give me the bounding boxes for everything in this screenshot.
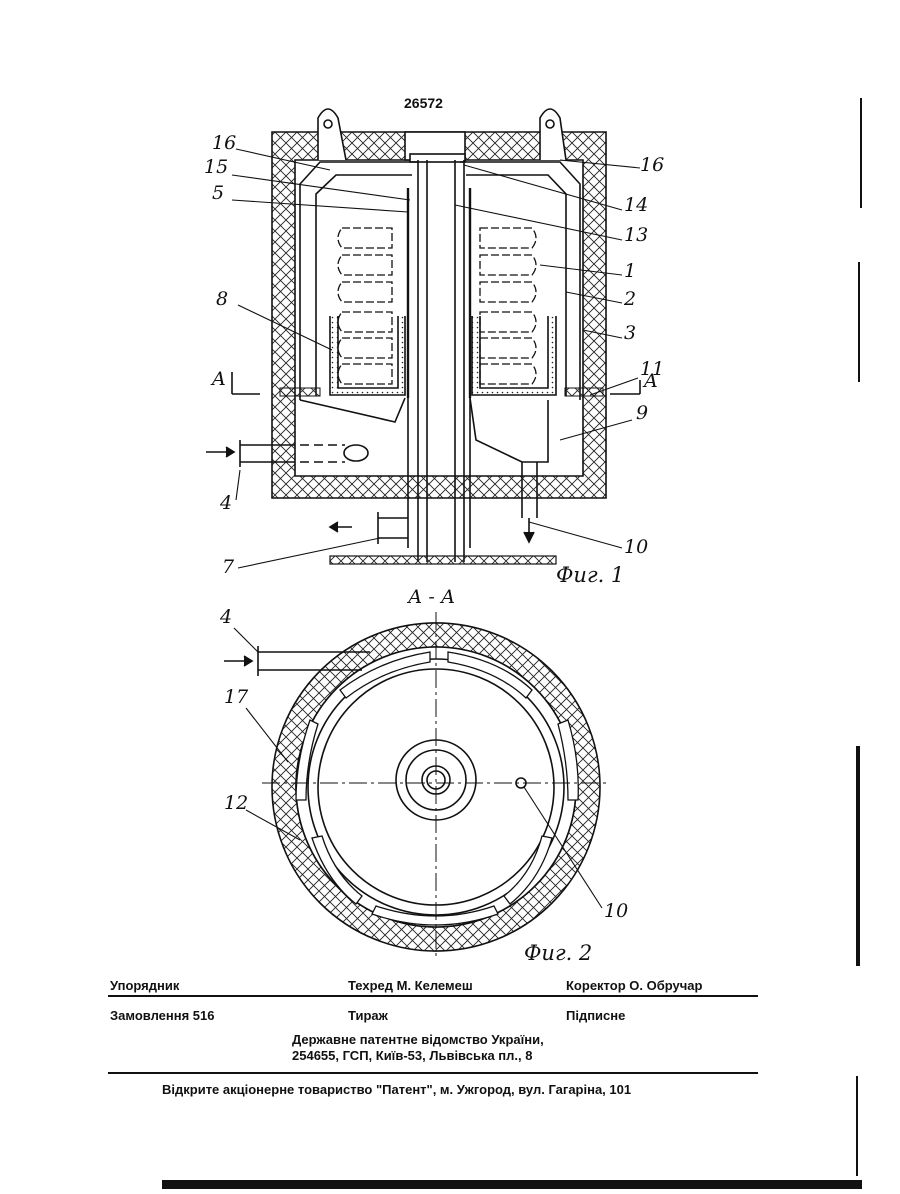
figure-2-section <box>224 612 608 958</box>
patent-number: 26572 <box>404 96 443 111</box>
fig1-label-2: 2 <box>624 292 636 307</box>
fig1-label-6: 16 <box>212 136 236 151</box>
fig1-section-mark-right: A <box>644 374 658 389</box>
colophon-printer: Відкрите акціонерне товариство "Патент",… <box>162 1082 631 1097</box>
fig1-label-10: 10 <box>624 540 648 555</box>
housing-insulation <box>272 132 606 498</box>
scan-edge-mark <box>860 98 862 208</box>
lifting-lug-right <box>540 109 566 160</box>
figure-1-section <box>206 109 640 568</box>
colophon-office-line1: Державне патентне відомство України, <box>292 1032 544 1047</box>
colophon-rule-top <box>108 995 758 997</box>
colophon-order: Замовлення 516 <box>110 1008 215 1023</box>
fig2-section-title: А - А <box>408 590 455 605</box>
fig1-label-16: 16 <box>640 158 664 173</box>
fig2-label-17: 17 <box>224 690 248 705</box>
fig1-label-14: 14 <box>624 198 648 213</box>
fig1-label-15: 15 <box>204 160 228 175</box>
fig1-label-5: 5 <box>212 186 224 201</box>
fig1-caption: Фиг. 1 <box>556 568 624 583</box>
fig1-label-4: 4 <box>220 496 232 511</box>
scan-edge-mark <box>856 1076 858 1176</box>
fig2-caption: Фиг. 2 <box>524 946 592 961</box>
fig1-label-8: 8 <box>216 292 228 307</box>
fig1-label-7: 7 <box>222 560 234 575</box>
colophon-subscription: Підписне <box>566 1008 625 1023</box>
fig1-label-1: 1 <box>624 264 636 279</box>
fig2-label-12: 12 <box>224 796 248 811</box>
colophon-compiler: Упорядник <box>110 978 179 993</box>
colophon-rule-bottom <box>108 1072 758 1074</box>
fig1-label-9: 9 <box>636 406 648 421</box>
scan-bottom-bar <box>162 1180 862 1189</box>
lifting-lug-left <box>318 109 346 160</box>
colophon-tech-editor: Техред М. Келемеш <box>348 978 473 993</box>
scan-edge-mark <box>858 262 860 382</box>
fig2-label-4: 4 <box>220 610 232 625</box>
colophon-circulation: Тираж <box>348 1008 388 1023</box>
fig1-label-13: 13 <box>624 228 648 243</box>
fig2-label-10: 10 <box>604 904 628 919</box>
scan-edge-mark <box>856 746 860 966</box>
fig1-label-3: 3 <box>624 326 636 341</box>
fig1-section-mark-left: A <box>212 372 226 387</box>
colophon-corrector: Коректор О. Обручар <box>566 978 702 993</box>
colophon-office-line2: 254655, ГСП, Київ-53, Львівська пл., 8 <box>292 1048 532 1063</box>
